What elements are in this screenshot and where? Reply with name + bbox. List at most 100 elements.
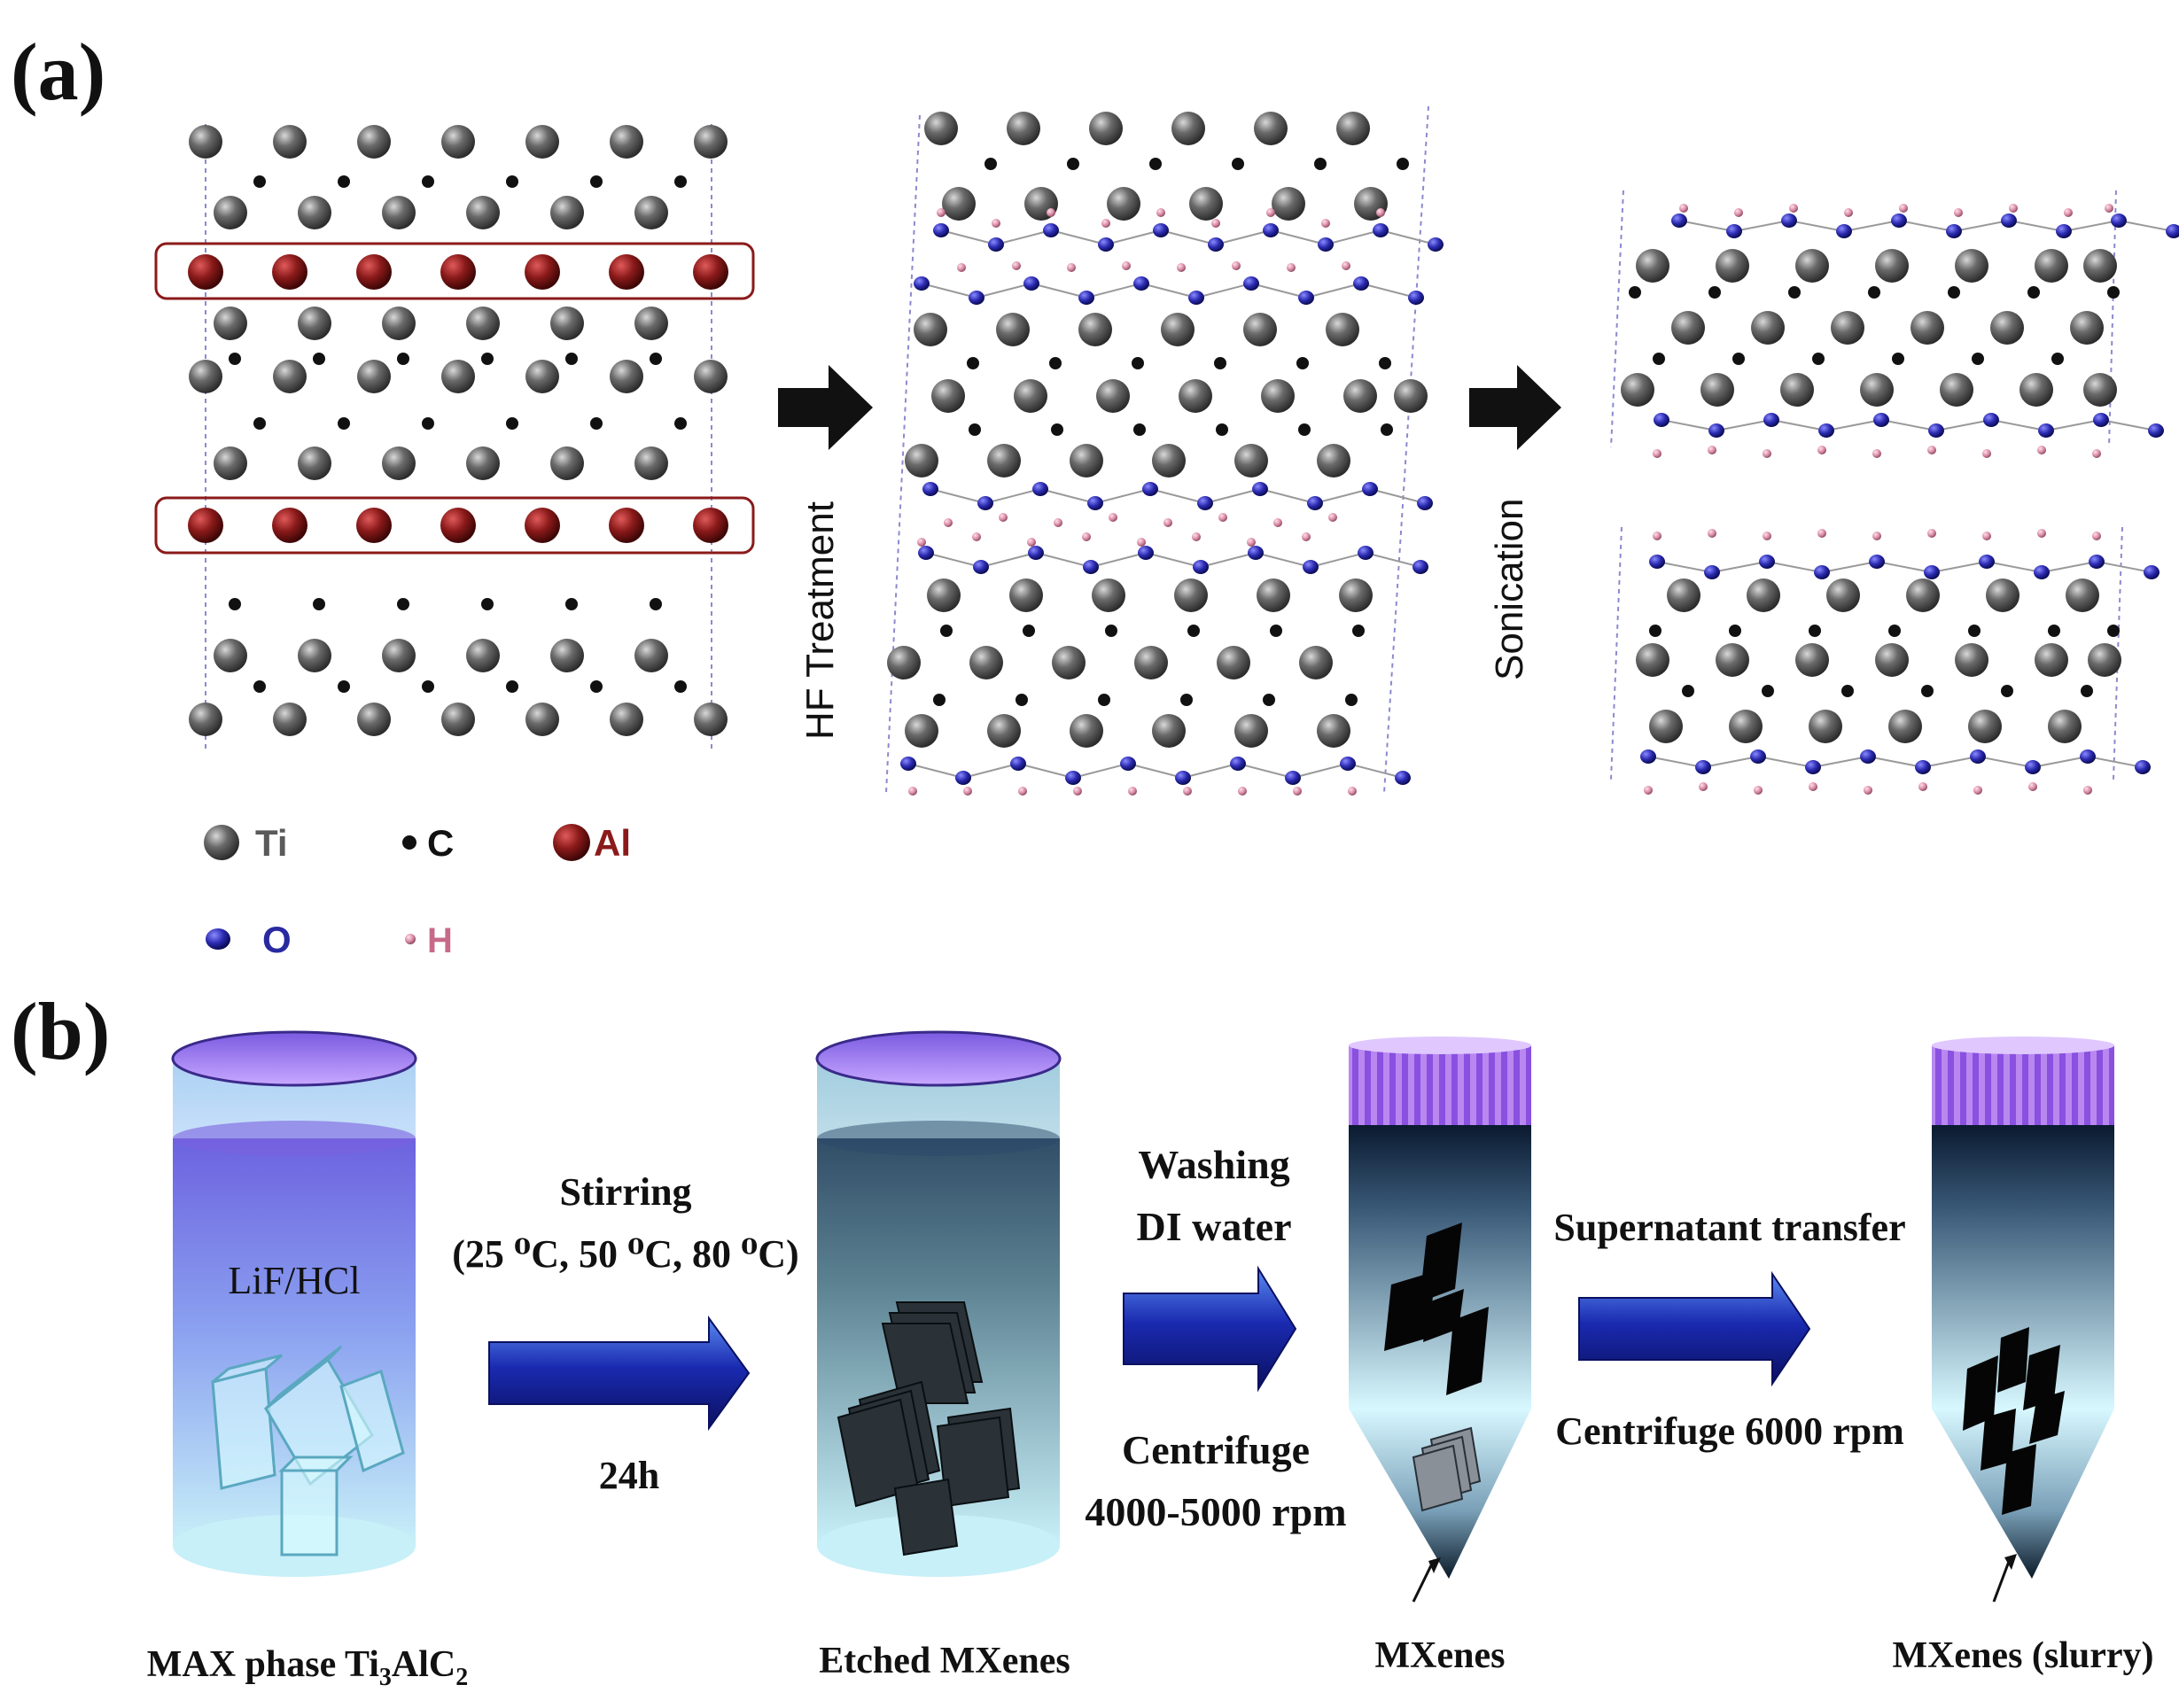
o-atom bbox=[1208, 237, 1224, 252]
o-atom bbox=[1307, 496, 1323, 510]
bond bbox=[1140, 283, 1197, 299]
h-atom bbox=[1708, 529, 1716, 538]
ti-atom bbox=[273, 125, 307, 159]
o-atom bbox=[1805, 760, 1821, 774]
o-atom bbox=[1263, 223, 1279, 237]
ti-atom bbox=[1174, 578, 1208, 612]
bond bbox=[1821, 561, 1878, 573]
ti-atom bbox=[694, 703, 728, 736]
c-atom bbox=[1381, 423, 1393, 436]
o-atom bbox=[1763, 413, 1779, 427]
ti-atom bbox=[610, 360, 643, 393]
h-atom bbox=[999, 513, 1008, 522]
c-atom bbox=[2027, 286, 2040, 299]
h-atom bbox=[1054, 518, 1062, 527]
stirring-temps: (25 ⁰C, 50 ⁰C, 80 ⁰C) bbox=[452, 1232, 798, 1276]
ti-atom bbox=[1795, 249, 1829, 283]
panel-a-label: (a) bbox=[11, 27, 105, 117]
o-atom bbox=[900, 757, 916, 771]
ti-atom bbox=[382, 307, 416, 340]
ti-atom bbox=[525, 360, 559, 393]
ti-atom bbox=[996, 313, 1030, 346]
o-atom bbox=[1671, 214, 1687, 228]
c-atom bbox=[229, 598, 241, 610]
ti-atom bbox=[610, 125, 643, 159]
c-atom bbox=[2107, 625, 2120, 637]
ti-atom bbox=[914, 313, 947, 346]
caption-slurry: MXenes (slurry) bbox=[1892, 1635, 2153, 1676]
bond bbox=[1876, 561, 1933, 573]
c-atom bbox=[650, 353, 662, 365]
centrifuge-tube-1 bbox=[1349, 1036, 1531, 1603]
h-atom bbox=[1163, 518, 1172, 527]
h-atom bbox=[1342, 261, 1350, 270]
h-atom bbox=[2105, 204, 2113, 213]
ti-atom bbox=[1940, 373, 1973, 407]
o-atom bbox=[1915, 760, 1931, 774]
ti-atom bbox=[1911, 311, 1944, 345]
bond bbox=[1656, 561, 1713, 573]
h-atom bbox=[1247, 538, 1256, 547]
ti-atom bbox=[550, 446, 584, 480]
ti-atom bbox=[1729, 710, 1763, 743]
al-atom bbox=[440, 254, 476, 290]
o-atom bbox=[1649, 555, 1665, 569]
ti-atom bbox=[1092, 578, 1125, 612]
ti-atom bbox=[634, 639, 668, 672]
o-atom bbox=[918, 546, 934, 560]
bond bbox=[1757, 756, 1814, 768]
c-atom bbox=[1809, 625, 1821, 637]
bond bbox=[1825, 419, 1882, 431]
c-atom bbox=[1868, 286, 1880, 299]
ti-atom bbox=[1671, 311, 1705, 345]
ti-atom bbox=[382, 446, 416, 480]
ti-atom bbox=[1716, 249, 1749, 283]
bond bbox=[1880, 419, 1937, 431]
ti-atom bbox=[550, 307, 584, 340]
bond bbox=[930, 488, 986, 504]
bond bbox=[1898, 220, 1955, 232]
bond bbox=[1716, 419, 1772, 431]
ti-atom bbox=[1649, 710, 1683, 743]
bond bbox=[1766, 561, 1823, 573]
h-atom bbox=[908, 787, 917, 796]
ti-atom bbox=[2083, 373, 2117, 407]
c-atom bbox=[2081, 685, 2093, 697]
bond bbox=[1086, 283, 1142, 299]
caption-etched: Etched MXenes bbox=[819, 1641, 1070, 1681]
c-atom bbox=[1214, 357, 1226, 369]
h-atom bbox=[1817, 529, 1826, 538]
ti-atom bbox=[1254, 112, 1288, 145]
caption-max-phase: MAX phase Ti3AlC2 bbox=[147, 1644, 469, 1691]
h-atom bbox=[2037, 529, 2046, 538]
ti-atom bbox=[525, 125, 559, 159]
h-atom bbox=[1872, 449, 1881, 458]
bond bbox=[1160, 229, 1217, 245]
c-atom bbox=[338, 680, 350, 693]
bond bbox=[976, 283, 1032, 299]
c-atom bbox=[1682, 685, 1694, 697]
legend-h-marker bbox=[405, 934, 416, 944]
o-atom bbox=[2080, 749, 2096, 764]
bond bbox=[1922, 756, 1979, 768]
bond bbox=[1259, 488, 1316, 504]
h-atom bbox=[2037, 446, 2046, 454]
c-atom bbox=[1892, 353, 1904, 365]
legend-c-marker bbox=[402, 835, 416, 850]
ti-atom bbox=[694, 125, 728, 159]
ti-atom bbox=[2019, 373, 2053, 407]
bond bbox=[1360, 283, 1417, 299]
h-atom bbox=[1109, 513, 1117, 522]
c-atom bbox=[1968, 625, 1981, 637]
bond bbox=[1310, 552, 1366, 568]
c-atom bbox=[1149, 158, 1162, 170]
o-atom bbox=[1818, 423, 1834, 438]
c-atom bbox=[674, 417, 687, 430]
h-atom bbox=[1293, 787, 1302, 796]
o-atom bbox=[1759, 555, 1775, 569]
c-atom bbox=[1841, 685, 1854, 697]
ti-atom bbox=[298, 446, 331, 480]
c-atom bbox=[1345, 694, 1358, 706]
ti-atom bbox=[1189, 187, 1223, 221]
ti-atom bbox=[2066, 578, 2099, 612]
